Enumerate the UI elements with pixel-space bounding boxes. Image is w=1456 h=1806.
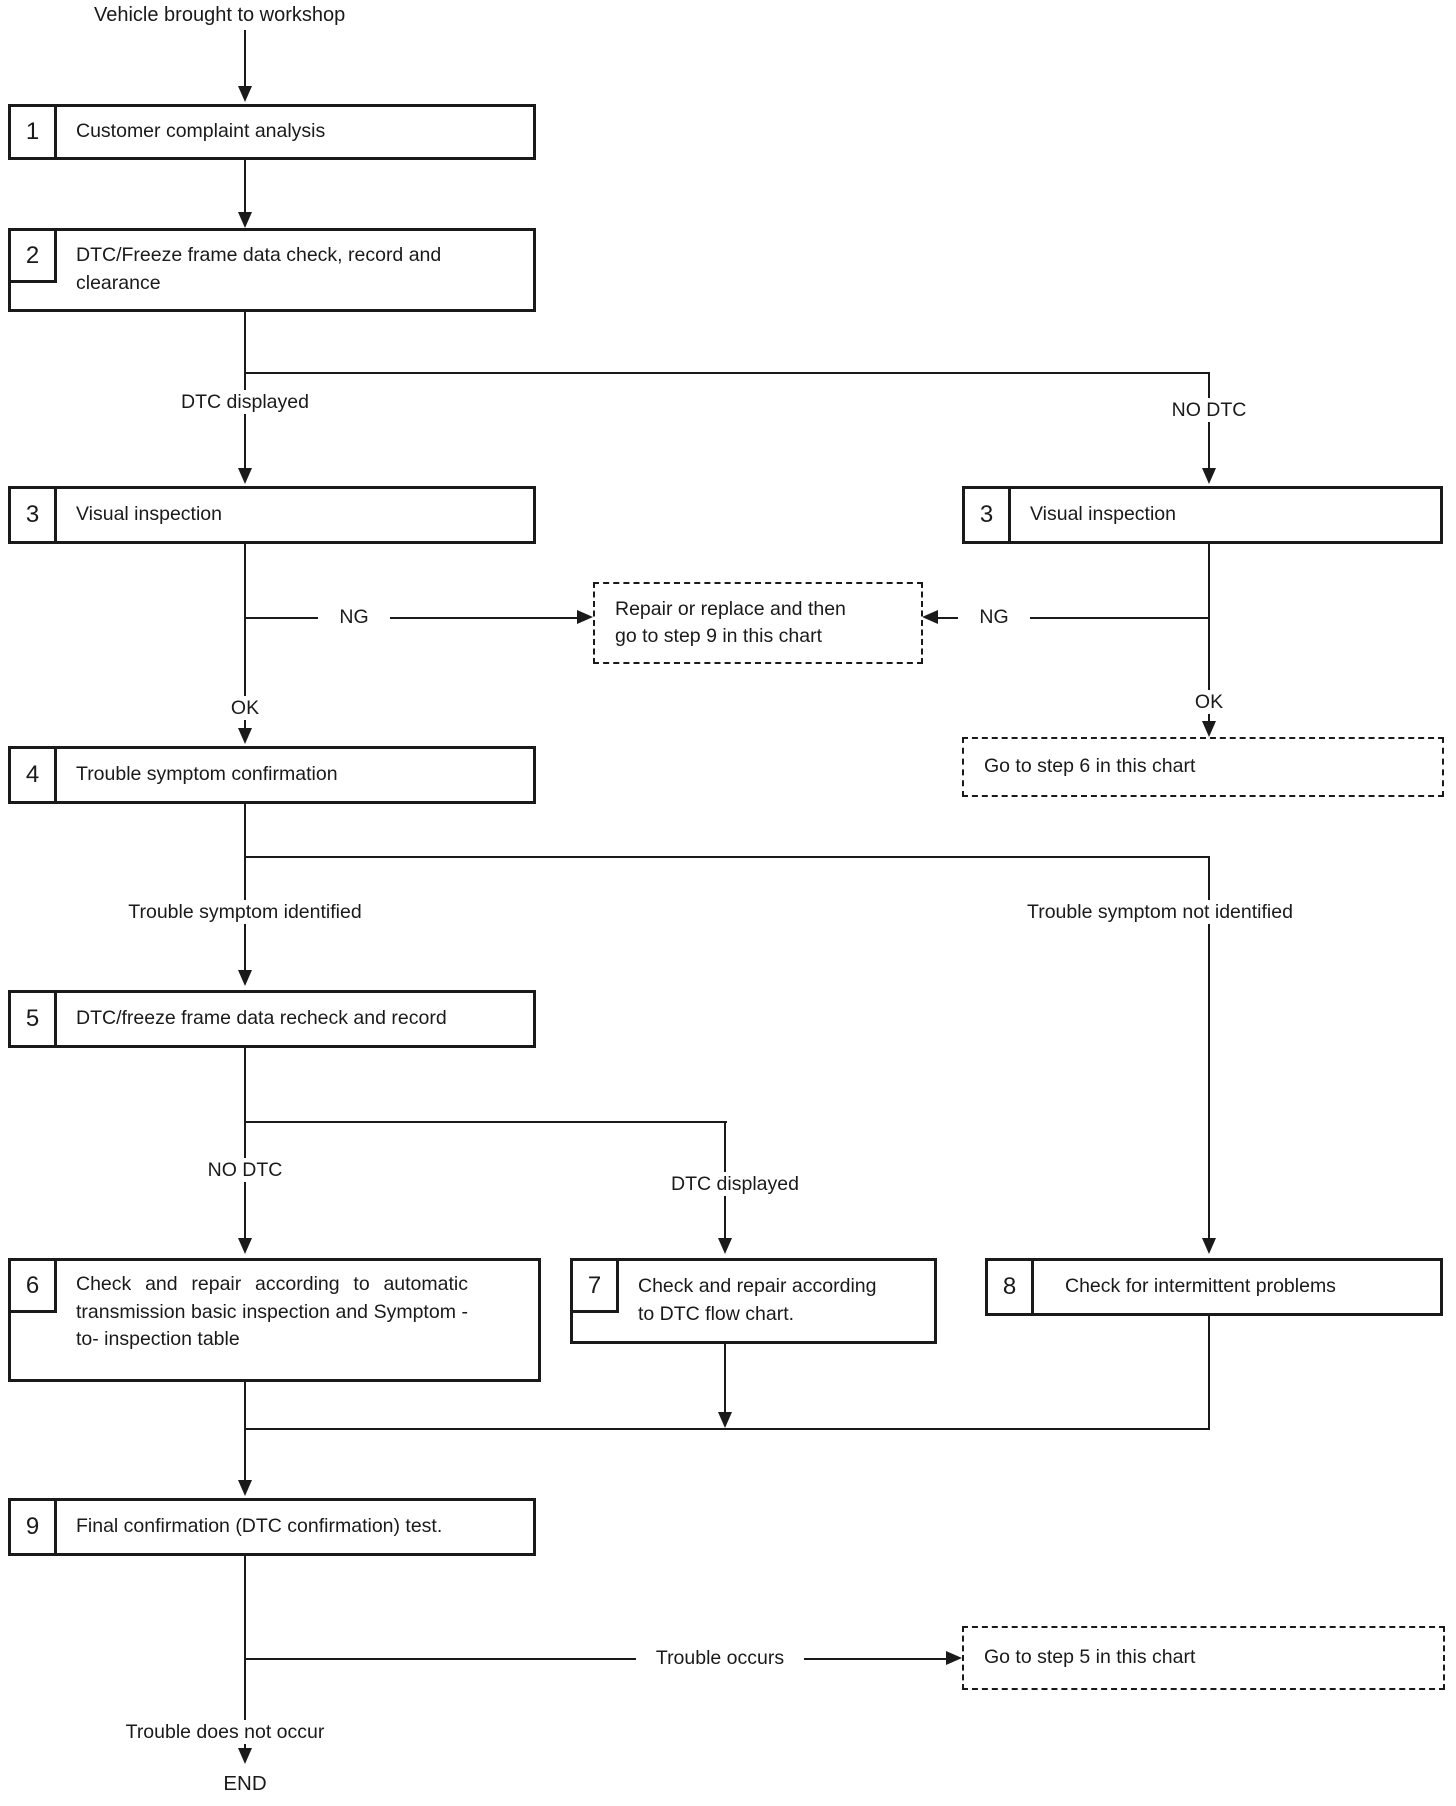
step-label-6: Check and repair according to automatic … (76, 1273, 468, 1351)
ref-box-goto-step5: Go to step 5 in this chart (962, 1626, 1445, 1690)
step-number-7: 7 (573, 1261, 619, 1313)
flow-line-not-identified (1208, 856, 1210, 1238)
step-label-5: DTC/freeze frame data recheck and record (76, 1007, 447, 1030)
step-label-2: DTC/Freeze frame data check, record and … (76, 244, 442, 294)
step-box-3-right: 3 Visual inspection (962, 486, 1443, 544)
step-number-1: 1 (11, 107, 57, 157)
flow-line-no-dtc-2 (244, 1048, 246, 1238)
arrowhead-into-step1 (238, 86, 252, 102)
step-box-8: 8 Check for intermittent problems (985, 1258, 1443, 1316)
flow-line-2-branch (244, 312, 246, 374)
ng-line-right (938, 617, 1209, 619)
arrowhead-into-step8 (1202, 1238, 1216, 1254)
step-number-4: 4 (11, 749, 57, 801)
step-box-1: 1 Customer complaint analysis (8, 104, 536, 160)
edge-label-dtc-displayed-2: DTC displayed (640, 1172, 830, 1196)
arrowhead-into-repair-left (577, 610, 593, 624)
step-box-6: 6 Check and repair according to automati… (8, 1258, 541, 1382)
flow-line-start (244, 30, 246, 86)
arrowhead-into-step5 (238, 970, 252, 986)
step-box-3-left: 3 Visual inspection (8, 486, 536, 544)
ng-line-left (244, 617, 581, 619)
edge-label-ok-right: OK (1173, 690, 1245, 714)
edge-label-no-dtc: NO DTC (1139, 398, 1279, 422)
edge-label-trouble-occurs: Trouble occurs (636, 1646, 804, 1670)
arrowhead-into-step2 (238, 212, 252, 228)
edge-label-symptom-identified: Trouble symptom identified (75, 900, 415, 924)
flow-line-7-down (724, 1344, 726, 1414)
step-number-9: 9 (11, 1501, 57, 1553)
step-number-6: 6 (11, 1261, 57, 1313)
step-label-4: Trouble symptom confirmation (76, 763, 338, 786)
step-number-5: 5 (11, 993, 57, 1045)
end-label: END (223, 1772, 267, 1795)
edge-label-dtc-displayed: DTC displayed (150, 390, 340, 414)
edge-label-no-dtc-2: NO DTC (175, 1158, 315, 1182)
flow-line-8-down (1208, 1316, 1210, 1430)
step-box-9: 9 Final confirmation (DTC confirmation) … (8, 1498, 536, 1556)
step-label-1: Customer complaint analysis (76, 120, 326, 143)
step-box-7: 7 Check and repair according to DTC flow… (570, 1258, 937, 1344)
flow-line-3right-down (1208, 544, 1210, 723)
step-label-3-right: Visual inspection (1030, 503, 1176, 526)
edge-label-trouble-does-not-occur: Trouble does not occur (100, 1720, 350, 1744)
flow-line-9-down (244, 1556, 246, 1748)
arrowhead-into-step3-left (238, 468, 252, 484)
branch-line-dtc (244, 372, 1210, 374)
arrowhead-into-repair-right (922, 610, 938, 624)
ref-label-repair-replace: Repair or replace and then go to step 9 … (615, 597, 846, 647)
arrowhead-into-step6 (238, 1238, 252, 1254)
flow-line-4-branch (244, 804, 246, 858)
step-label-9: Final confirmation (DTC confirmation) te… (76, 1515, 443, 1538)
step-label-8: Check for intermittent problems (1065, 1275, 1336, 1298)
ref-label-goto-step5: Go to step 5 in this chart (984, 1646, 1196, 1669)
step-number-8: 8 (988, 1261, 1034, 1313)
merge-line (244, 1428, 1210, 1430)
step-label-3-left: Visual inspection (76, 503, 222, 526)
flow-line-3left-down (244, 544, 246, 728)
step-number-2: 2 (11, 231, 57, 283)
arrowhead-into-goto5 (946, 1651, 962, 1665)
edge-label-ng-left: NG (318, 605, 390, 629)
step-box-2: 2 DTC/Freeze frame data check, record an… (8, 228, 536, 312)
step-box-4: 4 Trouble symptom confirmation (8, 746, 536, 804)
branch-line-symptom (244, 856, 1210, 858)
arrowhead-into-goto6 (1202, 721, 1216, 737)
step-label-7: Check and repair according to DTC flow c… (638, 1275, 877, 1325)
start-label: Vehicle brought to workshop (94, 4, 346, 26)
branch-line-dtc-2 (244, 1121, 727, 1123)
arrowhead-into-step4 (238, 728, 252, 744)
arrowhead-into-step7 (718, 1238, 732, 1254)
arrowhead-into-step3-right (1202, 468, 1216, 484)
flow-line-6-down (244, 1382, 246, 1480)
step-number-3-right: 3 (965, 489, 1011, 541)
edge-label-ng-right: NG (958, 605, 1030, 629)
arrowhead-into-end (238, 1748, 252, 1764)
step-number-3-left: 3 (11, 489, 57, 541)
ref-label-goto-step6: Go to step 6 in this chart (984, 755, 1196, 778)
arrowhead-7-merge (718, 1412, 732, 1428)
flow-line-dtc-displayed (244, 372, 246, 468)
trouble-occurs-line (244, 1658, 946, 1660)
ref-box-goto-step6: Go to step 6 in this chart (962, 737, 1444, 797)
step-box-5: 5 DTC/freeze frame data recheck and reco… (8, 990, 536, 1048)
flow-line-1-2 (244, 160, 246, 212)
arrowhead-into-step9 (238, 1480, 252, 1496)
edge-label-ok-left: OK (209, 696, 281, 720)
edge-label-symptom-not-identified: Trouble symptom not identified (985, 900, 1335, 924)
ref-box-repair-replace: Repair or replace and then go to step 9 … (593, 582, 923, 664)
